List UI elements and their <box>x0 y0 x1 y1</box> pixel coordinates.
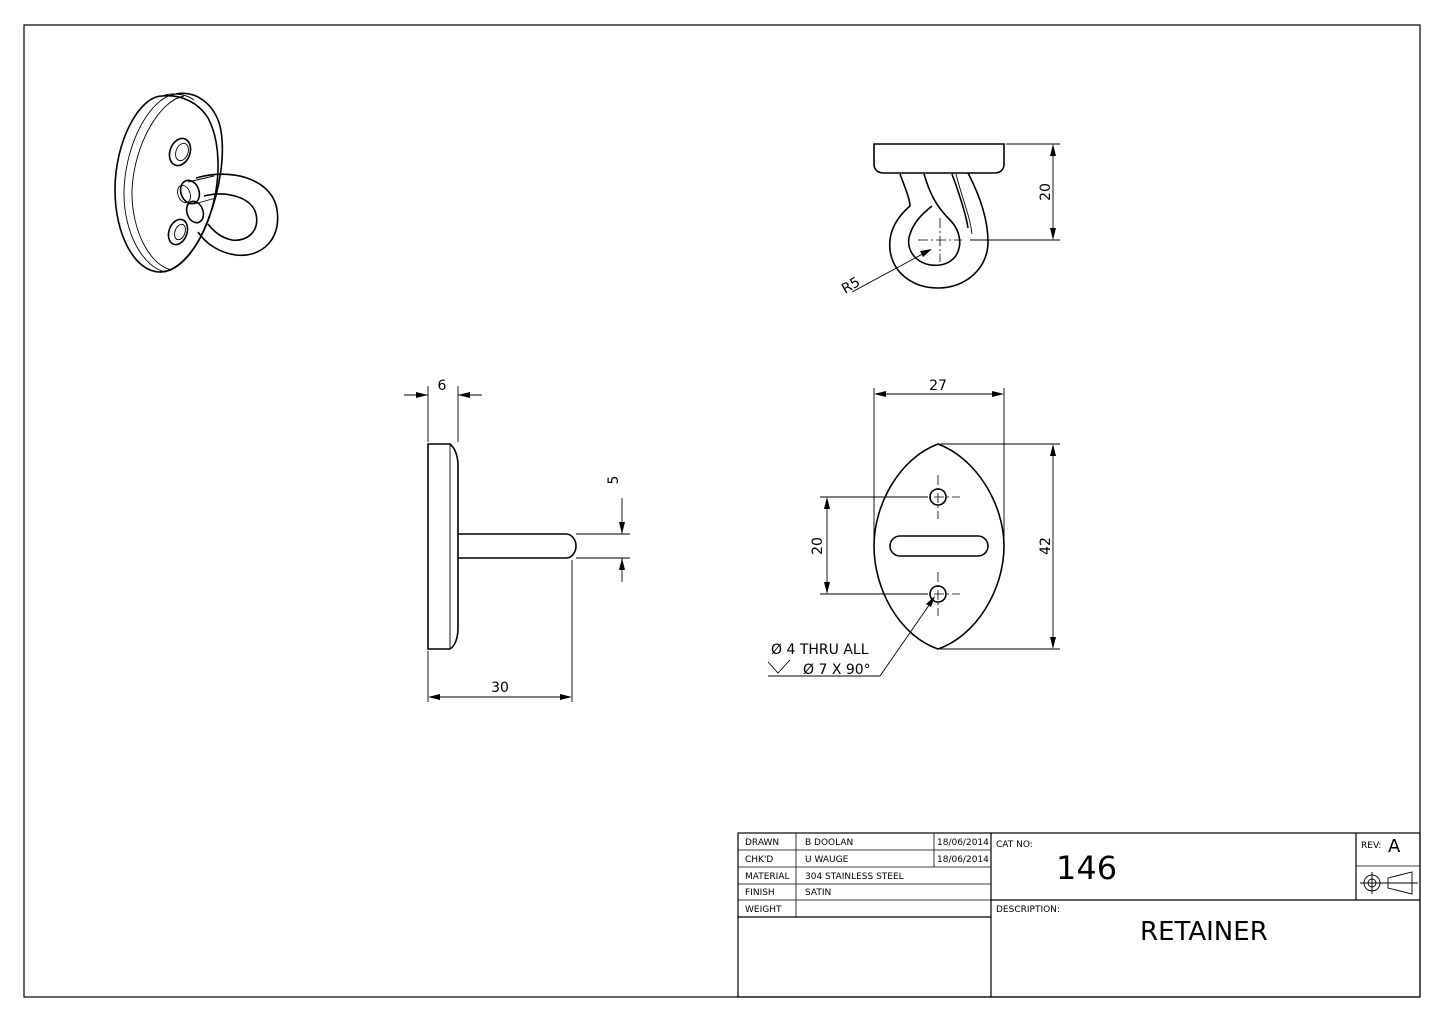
row-label-drawn: DRAWN <box>745 838 779 848</box>
row-label-material: MATERIAL <box>745 872 790 882</box>
front-view-height-dim: 42 <box>1038 537 1054 555</box>
side-view-thickness-dim: 6 <box>438 378 447 394</box>
side-view: 6 5 30 <box>404 378 630 702</box>
side-view-rod-dim: 5 <box>606 476 622 485</box>
title-block: DRAWN B DOOLAN 18/06/2014 CHK'D U WAUGE … <box>737 832 1421 998</box>
cat-no-value: 146 <box>1056 849 1117 887</box>
row-date-drawn: 18/06/2014 <box>937 838 989 848</box>
description-value: RETAINER <box>1140 917 1268 947</box>
row-label-finish: FINISH <box>745 888 775 898</box>
row-value-finish: SATIN <box>805 888 831 898</box>
row-label-weight: WEIGHT <box>745 905 782 915</box>
description-label: DESCRIPTION: <box>996 905 1060 915</box>
top-view-radius-dim: R5 <box>839 274 863 297</box>
hole-note-line1: Ø 4 THRU ALL <box>771 642 869 658</box>
row-label-checked: CHK'D <box>745 855 773 865</box>
row-value-material: 304 STAINLESS STEEL <box>805 872 904 882</box>
sheet-border <box>23 24 1421 998</box>
row-value-drawn: B DOOLAN <box>805 838 853 848</box>
top-view: 20 R5 <box>839 143 1060 297</box>
front-view-hole-spacing-dim: 20 <box>810 537 826 555</box>
cat-no-label: CAT NO: <box>996 840 1033 850</box>
side-view-projection-dim: 30 <box>491 680 509 696</box>
top-view-height-dim: 20 <box>1038 183 1054 201</box>
row-date-checked: 18/06/2014 <box>937 855 989 865</box>
front-view: 27 42 20 Ø 4 THRU ALL Ø 7 X 90° <box>767 378 1060 678</box>
rev-value: A <box>1388 836 1401 857</box>
rev-label: REV: <box>1361 841 1381 851</box>
front-view-width-dim: 27 <box>929 378 947 394</box>
row-value-checked: U WAUGE <box>805 855 849 865</box>
hole-note-line2: Ø 7 X 90° <box>803 662 871 678</box>
isometric-view <box>114 92 279 273</box>
third-angle-projection-icon <box>1360 871 1418 895</box>
